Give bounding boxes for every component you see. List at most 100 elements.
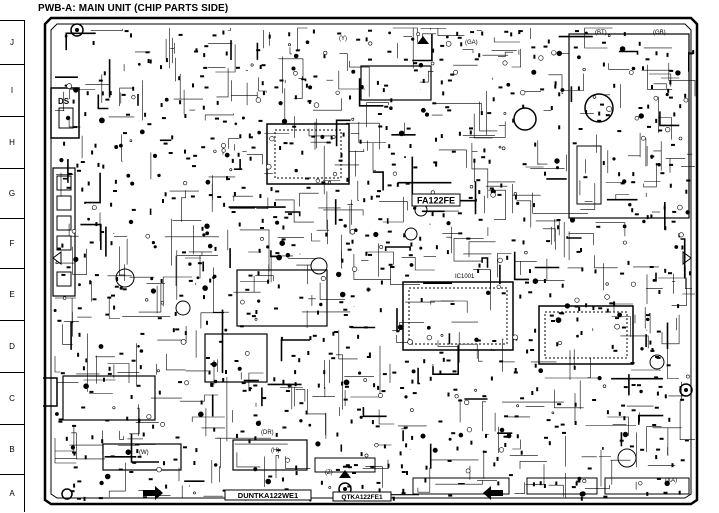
smd-pad bbox=[497, 481, 500, 486]
pcb-trace bbox=[279, 387, 303, 389]
pcb-trace bbox=[568, 233, 594, 246]
smd-pad bbox=[317, 383, 320, 388]
smd-pad bbox=[442, 357, 445, 362]
smd-pad bbox=[253, 384, 258, 387]
via bbox=[279, 240, 285, 246]
smd-pad bbox=[666, 364, 671, 367]
smd-pad bbox=[268, 475, 273, 478]
smd-pad bbox=[388, 263, 393, 266]
smd-pad bbox=[420, 298, 423, 302]
smd-pad bbox=[409, 144, 412, 148]
smd-pad bbox=[473, 158, 476, 163]
smd-pad bbox=[511, 239, 516, 242]
ic-package bbox=[102, 439, 308, 471]
via bbox=[448, 437, 452, 441]
pcb-trace bbox=[401, 257, 435, 271]
smd-pad bbox=[618, 172, 621, 177]
via bbox=[241, 116, 245, 120]
smd-pad bbox=[560, 423, 565, 426]
smd-pad bbox=[432, 48, 435, 53]
pcb-trace bbox=[565, 473, 587, 499]
pcb-trace bbox=[284, 211, 301, 217]
smd-pad bbox=[288, 213, 293, 216]
via bbox=[308, 85, 313, 90]
smd-pad bbox=[284, 488, 289, 491]
via bbox=[253, 467, 258, 472]
smd-pad bbox=[514, 195, 517, 200]
smd-pad bbox=[84, 455, 87, 460]
smd-pad bbox=[204, 86, 209, 89]
smd-pad bbox=[294, 382, 297, 387]
smd-pad bbox=[160, 103, 163, 107]
smd-pad bbox=[68, 172, 73, 175]
smd-pad bbox=[298, 358, 301, 363]
via bbox=[64, 34, 68, 38]
via bbox=[631, 66, 636, 71]
pcb-trace bbox=[227, 28, 231, 31]
pcb-trace bbox=[228, 138, 240, 149]
smd-pad bbox=[580, 331, 583, 335]
via bbox=[254, 317, 258, 321]
smd-pad bbox=[406, 127, 411, 130]
via bbox=[128, 219, 134, 225]
via bbox=[87, 217, 91, 221]
smd-pad bbox=[261, 218, 264, 223]
smd-pad bbox=[490, 376, 493, 381]
smd-pad bbox=[228, 294, 233, 297]
smd-pad bbox=[77, 307, 82, 310]
smd-pad bbox=[488, 159, 491, 164]
smd-pad bbox=[239, 134, 242, 139]
smd-pad bbox=[105, 419, 110, 422]
via bbox=[531, 69, 537, 75]
smd-pad bbox=[351, 239, 354, 244]
via bbox=[389, 106, 393, 110]
via bbox=[674, 245, 679, 249]
via bbox=[212, 276, 215, 280]
via bbox=[221, 148, 226, 153]
via bbox=[240, 299, 245, 305]
smd-pad bbox=[385, 126, 388, 130]
via bbox=[538, 368, 544, 374]
via bbox=[275, 220, 280, 225]
smd-pad bbox=[331, 357, 336, 360]
smd-pad bbox=[137, 455, 142, 458]
smd-pad bbox=[399, 451, 402, 456]
pcb-trace bbox=[335, 119, 351, 147]
smd-pad bbox=[124, 30, 129, 33]
via bbox=[71, 229, 77, 234]
svg-text:FA122FE: FA122FE bbox=[417, 196, 455, 206]
smd-pad bbox=[330, 135, 333, 140]
pcb-trace bbox=[646, 426, 662, 453]
smd-pad bbox=[630, 362, 635, 364]
pcb-trace bbox=[258, 77, 267, 93]
via bbox=[119, 286, 123, 290]
smd-pad bbox=[561, 283, 564, 288]
smd-pad bbox=[132, 461, 137, 464]
via bbox=[213, 379, 218, 384]
via bbox=[202, 233, 206, 237]
smd-pad bbox=[575, 30, 579, 33]
via bbox=[112, 406, 116, 410]
pcb-trace bbox=[437, 28, 465, 36]
smd-pad bbox=[91, 150, 94, 155]
via bbox=[430, 61, 435, 66]
pcb-trace bbox=[119, 87, 134, 107]
smd-pad bbox=[365, 234, 370, 237]
smd-pad bbox=[613, 301, 616, 306]
pcb-trace bbox=[497, 253, 512, 278]
pcb-trace bbox=[537, 140, 548, 165]
smd-pad bbox=[211, 383, 214, 387]
via bbox=[364, 453, 369, 458]
smd-pad bbox=[529, 269, 531, 274]
smd-pad bbox=[651, 85, 653, 89]
smd-pad bbox=[431, 212, 434, 217]
smd-pad bbox=[592, 306, 595, 311]
smd-pad bbox=[528, 291, 533, 294]
pcb-trace bbox=[595, 222, 626, 237]
pcb-trace bbox=[301, 78, 307, 82]
via bbox=[320, 134, 325, 139]
pcb-trace bbox=[54, 356, 61, 373]
smd-pad bbox=[585, 110, 588, 114]
pcb-trace bbox=[584, 485, 610, 489]
via bbox=[266, 245, 270, 249]
